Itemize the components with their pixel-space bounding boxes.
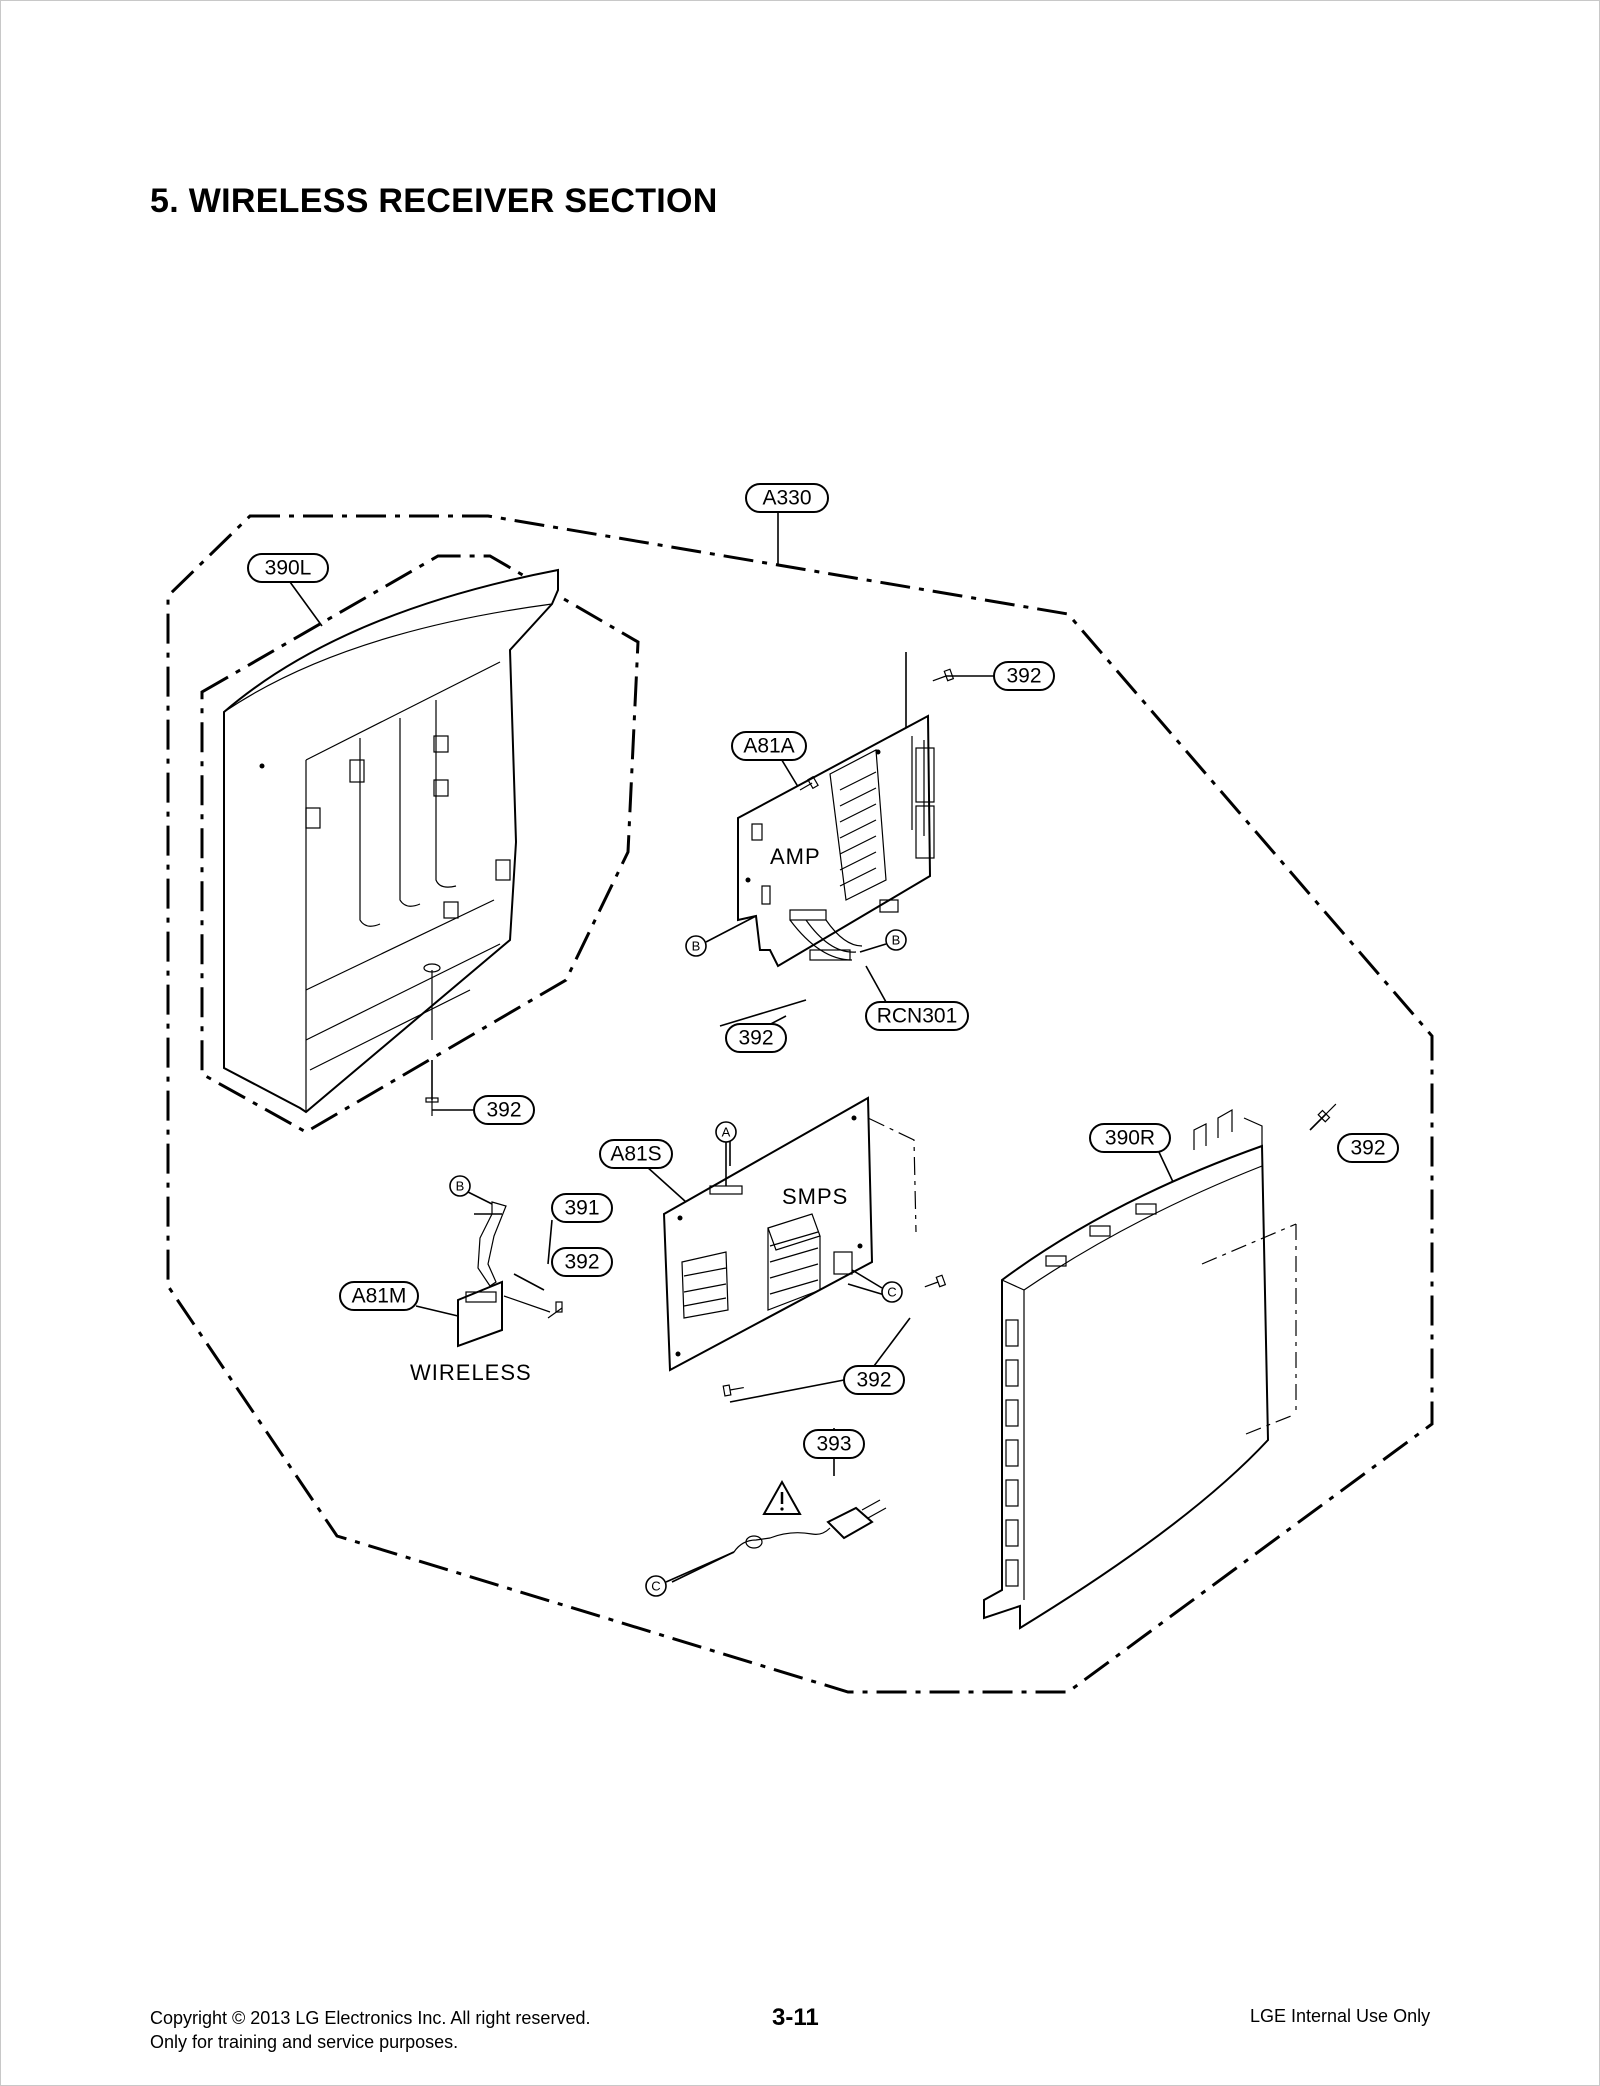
svg-text:B: B <box>456 1179 465 1194</box>
footer-purpose: Only for training and service purposes. <box>150 2032 459 2052</box>
callout-a81a: A81A <box>731 731 807 761</box>
svg-text:392: 392 <box>1006 665 1041 688</box>
callout-390r: 390R <box>1089 1123 1171 1153</box>
svg-text:392: 392 <box>564 1251 599 1274</box>
svg-text:393: 393 <box>816 1433 851 1456</box>
footer-notice: LGE Internal Use Only <box>1250 2006 1431 2026</box>
footer-copyright-block: Copyright © 2013 LG Electronics Inc. All… <box>150 2006 590 2054</box>
svg-text:A81S: A81S <box>610 1143 661 1166</box>
ref-a-smps: A <box>715 1121 737 1143</box>
footer-copyright: Copyright © 2013 LG Electronics Inc. All… <box>150 2008 591 2028</box>
svg-text:A: A <box>722 1125 731 1140</box>
smps-label: SMPS <box>782 1184 848 1209</box>
warning-triangle-icon <box>762 1479 802 1515</box>
svg-text:RCN301: RCN301 <box>877 1005 958 1028</box>
ref-b-amp-right: B <box>885 929 907 951</box>
wireless-module-a81m <box>457 1201 563 1348</box>
svg-text:C: C <box>887 1285 896 1300</box>
wireless-label: WIRELESS <box>410 1360 532 1385</box>
callout-392-amp: 392 <box>725 1023 787 1053</box>
callout-392-wireless: 392 <box>551 1247 613 1277</box>
svg-text:390R: 390R <box>1105 1127 1155 1150</box>
callout-393: 393 <box>803 1429 865 1459</box>
cabinet-right-390r <box>983 1108 1297 1630</box>
ref-c-smps: C <box>881 1281 903 1303</box>
cabinet-left-390l <box>223 568 559 1114</box>
callout-392-left: 392 <box>473 1095 535 1125</box>
svg-text:392: 392 <box>486 1099 521 1122</box>
ref-b-wireless: B <box>449 1175 471 1197</box>
svg-text:390L: 390L <box>265 557 312 580</box>
ref-b-amp-left: B <box>685 935 707 957</box>
assembly-boundary-a330 <box>166 514 1434 1694</box>
callout-392-top: 392 <box>993 661 1055 691</box>
svg-text:392: 392 <box>738 1027 773 1050</box>
smps-board-a81s <box>662 1096 917 1372</box>
amp-board-a81a <box>737 714 935 968</box>
callout-a81s: A81S <box>599 1139 673 1169</box>
svg-text:391: 391 <box>564 1197 599 1220</box>
callout-a330: A330 <box>745 483 829 513</box>
svg-text:A81A: A81A <box>743 735 794 758</box>
callout-a81m: A81M <box>339 1281 419 1311</box>
callout-392-smps: 392 <box>843 1365 905 1395</box>
screw-wireless <box>547 1301 563 1319</box>
callout-392-right: 392 <box>1337 1133 1399 1163</box>
page-title: 5. WIRELESS RECEIVER SECTION <box>150 182 718 220</box>
svg-text:B: B <box>892 933 901 948</box>
callout-390l: 390L <box>247 553 329 583</box>
svg-text:A330: A330 <box>762 487 811 510</box>
power-cord-393 <box>733 1499 887 1553</box>
svg-text:A81M: A81M <box>352 1285 407 1308</box>
amp-label: AMP <box>770 844 821 869</box>
callout-391: 391 <box>551 1193 613 1223</box>
svg-text:392: 392 <box>1350 1137 1385 1160</box>
callout-rcn301: RCN301 <box>865 1001 969 1031</box>
assembly-boundary-390l <box>200 554 640 1134</box>
svg-text:392: 392 <box>856 1369 891 1392</box>
page-number: 3-11 <box>772 2004 819 2031</box>
screws <box>425 668 1337 1397</box>
svg-text:B: B <box>692 939 701 954</box>
ref-c-power: C <box>645 1575 667 1597</box>
svg-text:C: C <box>651 1579 660 1594</box>
